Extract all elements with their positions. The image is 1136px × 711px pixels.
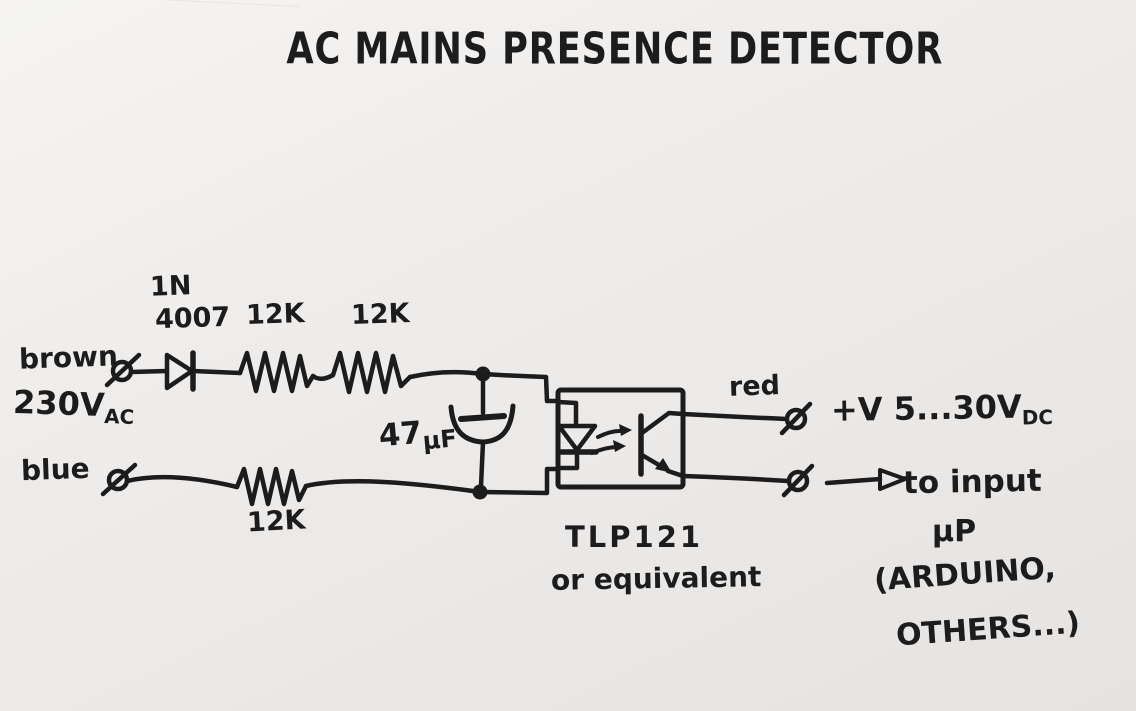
wire-signal: [680, 473, 791, 484]
input-voltage-label: 230VAC: [12, 382, 135, 430]
wire-red: [680, 411, 789, 422]
light-arrow-head: [619, 424, 632, 436]
input-voltage-subscript: AC: [103, 405, 135, 430]
page-title: AC MAINS PRESENCE DETECTOR: [286, 24, 944, 75]
resistor-symbol-top-left: [237, 350, 316, 394]
diode-symbol: [164, 352, 195, 391]
capacitor-value: 47: [377, 414, 424, 455]
output-dest-line2: μP: [932, 514, 977, 549]
resistor-bottom-label: 12K: [246, 504, 307, 539]
wire: [480, 371, 561, 404]
resistor-top-left-label: 12K: [245, 297, 306, 332]
input-bottom-wire-label: blue: [20, 451, 91, 488]
wire: [124, 474, 240, 490]
wire: [477, 466, 561, 496]
led-triangle: [556, 423, 598, 453]
phototransistor-emitter-lead: [665, 468, 686, 479]
capacitor-plate-straight: [458, 413, 507, 422]
capacitor-lead-bottom: [478, 439, 486, 489]
output-dest-line1: to input: [902, 462, 1042, 502]
led-anode-lead: [555, 399, 579, 429]
optocoupler-note-label: or equivalent: [550, 560, 762, 597]
terminal-signal-icon: [786, 469, 810, 493]
capacitor-symbol: [448, 377, 516, 489]
resistor-symbol-top-right: [330, 350, 413, 395]
terminal-supply-icon: [784, 407, 808, 431]
led-cathode-lead: [555, 449, 580, 471]
terminal-brown-slash: [104, 352, 142, 388]
wire: [303, 479, 476, 494]
capacitor-unit: μF: [421, 424, 459, 456]
optocoupler-part-label: TLP121: [565, 520, 704, 554]
signal-arrow-head-icon: [878, 468, 907, 491]
diode-label-line2: 4007: [154, 301, 231, 336]
resistor-symbol-bottom: [234, 466, 309, 507]
terminal-signal-slash: [781, 463, 815, 498]
wire: [407, 369, 486, 380]
optocoupler-body: [555, 387, 686, 490]
resistor-top-right-label: 12K: [350, 297, 411, 332]
light-arrow-head: [613, 440, 626, 452]
supply-voltage-main: +V 5...30V: [830, 387, 1023, 429]
terminal-blue-slash: [100, 462, 138, 497]
bottom-rail: [100, 462, 561, 507]
terminal-supply-slash: [779, 401, 813, 436]
input-voltage-main: 230V: [12, 382, 106, 425]
wire: [190, 368, 243, 376]
capacitor-label: 47μF: [377, 414, 459, 458]
light-arrow-icon: [596, 428, 626, 439]
output-wires: [680, 401, 907, 498]
wire: [128, 368, 170, 375]
supply-voltage-label: +V 5...30VDC: [830, 387, 1054, 432]
light-arrow-icon: [590, 445, 620, 455]
supply-voltage-subscript: DC: [1021, 406, 1054, 430]
wire: [310, 372, 336, 381]
signal-arrow-shaft: [824, 476, 883, 486]
input-top-wire-label: brown: [18, 339, 119, 376]
output-top-wire-label: red: [728, 370, 781, 403]
phototransistor-collector: [639, 410, 686, 436]
optocoupler-symbol: [555, 387, 686, 490]
top-rail: [104, 350, 561, 404]
diode-label-line1: 1N: [149, 270, 192, 303]
